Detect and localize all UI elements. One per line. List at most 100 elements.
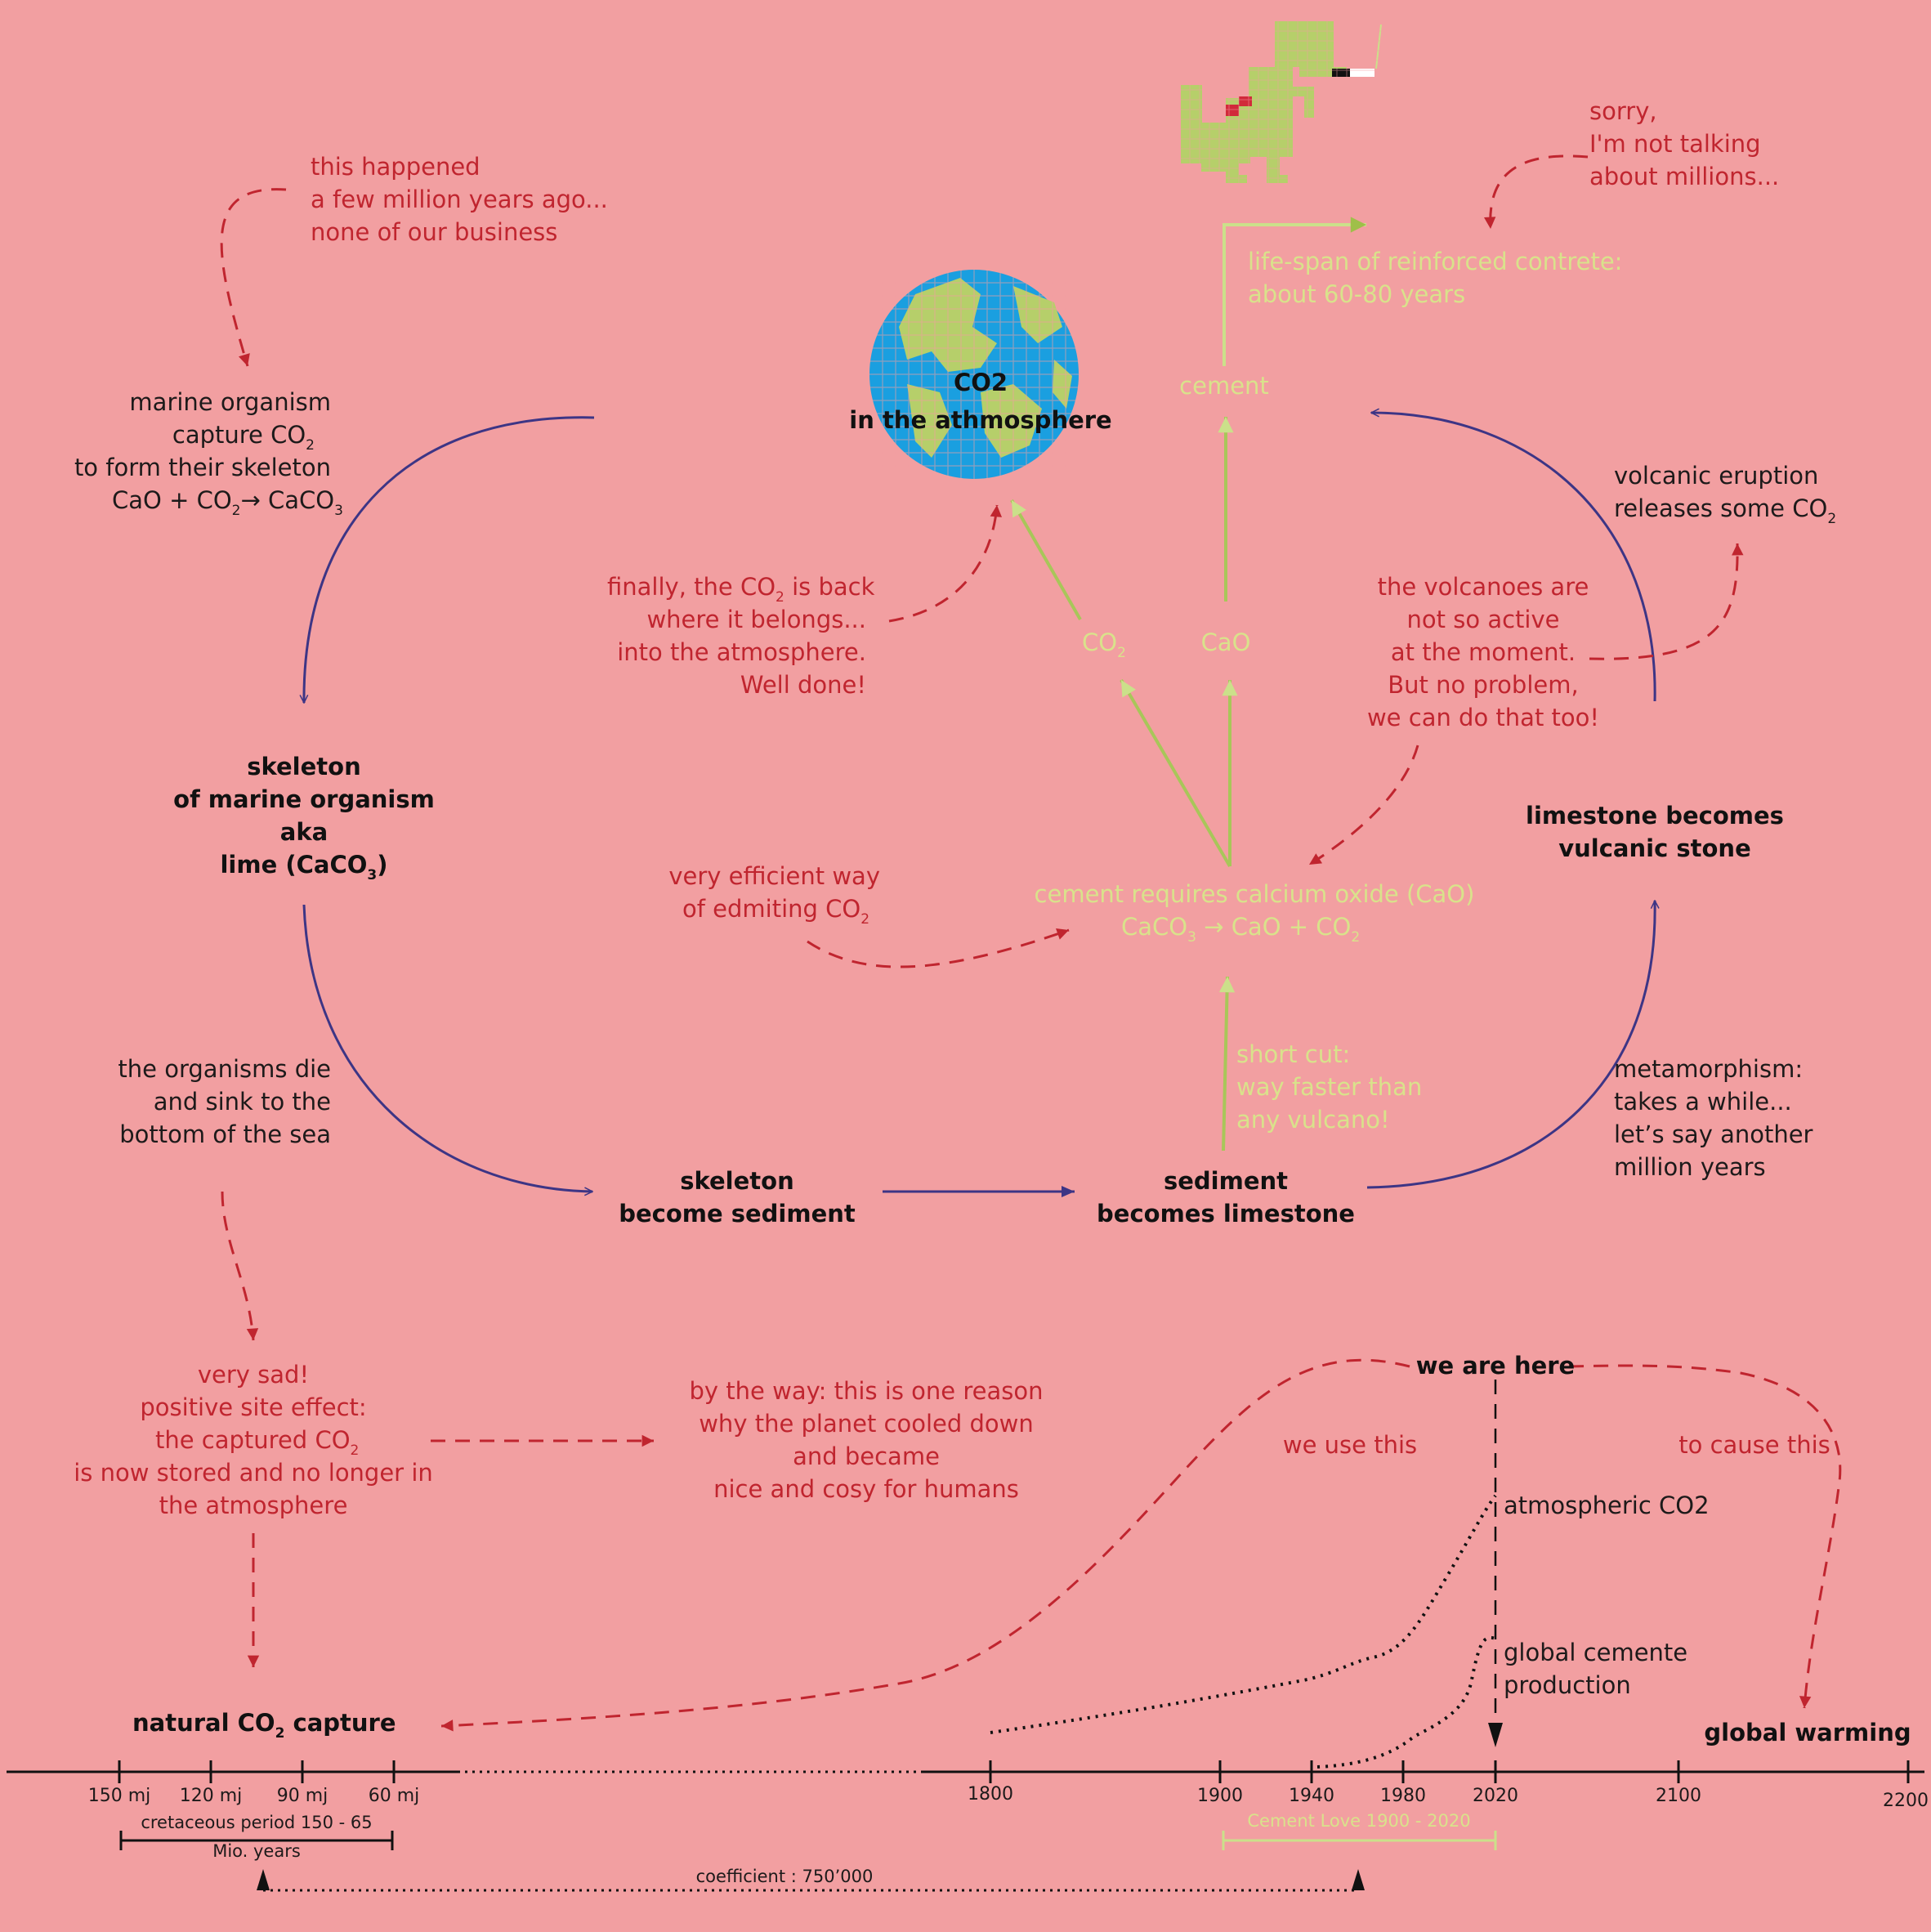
shortcut-label: short cut: way faster than any vulcano! [1236, 1040, 1422, 1134]
sorry-line2: I'm not talking [1589, 130, 1761, 158]
cement-production-line1: global cemente [1504, 1639, 1687, 1666]
arrow-vulcanic-to-atmosphere [1371, 413, 1656, 702]
by-the-way-line3: and became [793, 1442, 940, 1470]
coefficient-marker-left [257, 1869, 270, 1890]
timeline-ticks [118, 1760, 1910, 1783]
finally-line2: where it belongs... [646, 606, 866, 633]
coefficient-label: coefficient : 750’000 [696, 1867, 874, 1886]
comment-arrows [220, 154, 1842, 1732]
atmospheric-co2-curve [990, 1494, 1497, 1734]
volcanic-eruption-label: volcanic eruption releases some CO2 [1614, 462, 1836, 527]
marine-capture-label: marine organism capture CO2 to form thei… [74, 388, 343, 519]
cement-love-bracket [1222, 1831, 1497, 1850]
skeleton-line2: of marine organism [173, 785, 435, 813]
skeleton-sediment-line2: become sediment [619, 1200, 856, 1228]
tick-label-1980: 1980 [1380, 1786, 1426, 1806]
organisms-die-label: the organisms die and sink to the bottom… [118, 1055, 331, 1148]
organisms-die-line1: the organisms die [118, 1055, 331, 1083]
shortcut-line1: short cut: [1236, 1040, 1350, 1068]
cement-arrows [1010, 217, 1366, 1152]
skeleton-label: skeleton of marine organism aka lime (Ca… [173, 753, 435, 883]
happened-comment: this happened a few million years ago...… [311, 153, 608, 246]
dinosaur-icon [1177, 16, 1382, 185]
marine-capture-line2: capture CO2 [172, 421, 315, 454]
to-cause-this-label: to cause this [1678, 1431, 1830, 1459]
sorry-line3: about millions... [1589, 163, 1779, 190]
cement-production-line2: production [1504, 1671, 1631, 1699]
metamorphism-line1: metamorphism: [1614, 1055, 1803, 1083]
tick-label-2200: 2200 [1883, 1791, 1929, 1811]
tick-label-1800: 1800 [968, 1784, 1013, 1805]
sad-line4: is now stored and no longer in [74, 1459, 433, 1487]
sad-line2: positive site effect: [140, 1393, 366, 1421]
skeleton-line3: aka [280, 818, 328, 846]
we-use-this-label: we use this [1283, 1431, 1417, 1459]
happened-line2: a few million years ago... [311, 186, 608, 213]
limestone-vulcanic-line1: limestone becomes [1526, 802, 1784, 830]
sad-line5: the atmosphere [159, 1491, 348, 1519]
sediment-limestone-label: sediment becomes limestone [1097, 1167, 1355, 1228]
skeleton-sediment-label: skeleton become sediment [619, 1167, 856, 1228]
volcanic-eruption-line2: releases some CO2 [1614, 494, 1836, 527]
metamorphism-line2: takes a while... [1614, 1088, 1792, 1116]
cretaceous-line2: Mio. years [212, 1841, 301, 1861]
timeline-tick-labels-right: 1800 1900 1940 1980 2020 2100 2200 [968, 1784, 1929, 1811]
we-are-here-marker [1488, 1723, 1503, 1747]
cement-production-curve [1316, 1635, 1496, 1769]
tick-label-90mj: 90 mj [277, 1786, 329, 1806]
cycle-arrows [302, 413, 1656, 1197]
marine-capture-line3: to form their skeleton [74, 454, 331, 481]
metamorphism-label: metamorphism: takes a while... let’s say… [1614, 1055, 1813, 1181]
tick-label-150mj: 150 mj [88, 1786, 151, 1806]
finally-line1: finally, the CO2 is back [607, 573, 875, 606]
sorry-comment: sorry, I'm not talking about millions... [1589, 97, 1779, 190]
sediment-limestone-line1: sediment [1164, 1167, 1288, 1195]
metamorphism-line4: million years [1614, 1153, 1766, 1181]
cement-love-label: Cement Love 1900 - 2020 [1247, 1811, 1470, 1831]
volcanoes-line4: But no problem, [1388, 671, 1578, 699]
cement-requires-line1: cement requires calcium oxide (CaO) [1035, 880, 1475, 908]
volcanoes-line5: we can do that too! [1367, 704, 1599, 731]
organisms-die-line2: and sink to the [154, 1088, 331, 1116]
efficient-line1: very efficient way [668, 862, 880, 890]
finally-line4: Well done! [740, 671, 866, 699]
lifespan-line2: about 60-80 years [1248, 280, 1465, 308]
tick-label-2100: 2100 [1656, 1786, 1701, 1806]
volcanoes-comment: the volcanoes are not so active at the m… [1367, 573, 1599, 731]
efficient-line2: of edmiting CO2 [682, 895, 869, 928]
coefficient-marker-right [1352, 1869, 1365, 1890]
limestone-vulcanic-line2: vulcanic stone [1558, 834, 1750, 862]
by-the-way-line4: nice and cosy for humans [713, 1475, 1019, 1503]
natural-capture-label: natural CO2 capture [132, 1709, 396, 1742]
sad-line3: the captured CO2 [155, 1426, 359, 1459]
sad-comment: very sad! positive site effect: the capt… [74, 1361, 433, 1519]
volcanoes-line1: the volcanoes are [1378, 573, 1589, 601]
tick-label-1900: 1900 [1197, 1786, 1243, 1806]
cretaceous-bracket [119, 1831, 394, 1850]
finally-comment: finally, the CO2 is back where it belong… [607, 573, 875, 699]
tick-label-1940: 1940 [1289, 1786, 1334, 1806]
happened-line1: this happened [311, 153, 481, 181]
volcanic-eruption-line1: volcanic eruption [1614, 462, 1818, 490]
cement-requires-label: cement requires calcium oxide (CaO) CaCO… [1035, 880, 1475, 946]
sad-line1: very sad! [198, 1361, 309, 1389]
metamorphism-line3: let’s say another [1614, 1120, 1813, 1148]
center-title-line2: in the athmosphere [849, 406, 1111, 434]
arrow-cement-to-concrete [1223, 217, 1366, 366]
skeleton-sediment-line1: skeleton [680, 1167, 793, 1195]
tick-label-120mj: 120 mj [180, 1786, 243, 1806]
arrow-limestone-to-cement [1218, 976, 1236, 1152]
lifespan-label: life-span of reinforced contrete: about … [1248, 248, 1622, 308]
shortcut-line2: way faster than [1236, 1073, 1422, 1101]
skeleton-line1: skeleton [247, 753, 360, 780]
cement-label: cement [1179, 372, 1269, 400]
arrow-skeleton-to-sediment [302, 904, 592, 1192]
marine-capture-line4: CaO + CO2→ CaCO3 [112, 486, 343, 519]
cretaceous-line1: cretaceous period 150 - 65 [141, 1813, 372, 1832]
skeleton-line4: lime (CaCO3) [220, 851, 387, 883]
efficient-comment: very efficient way of edmiting CO2 [668, 862, 880, 928]
volcanoes-line2: not so active [1407, 606, 1560, 633]
shortcut-line3: any vulcano! [1236, 1106, 1390, 1134]
